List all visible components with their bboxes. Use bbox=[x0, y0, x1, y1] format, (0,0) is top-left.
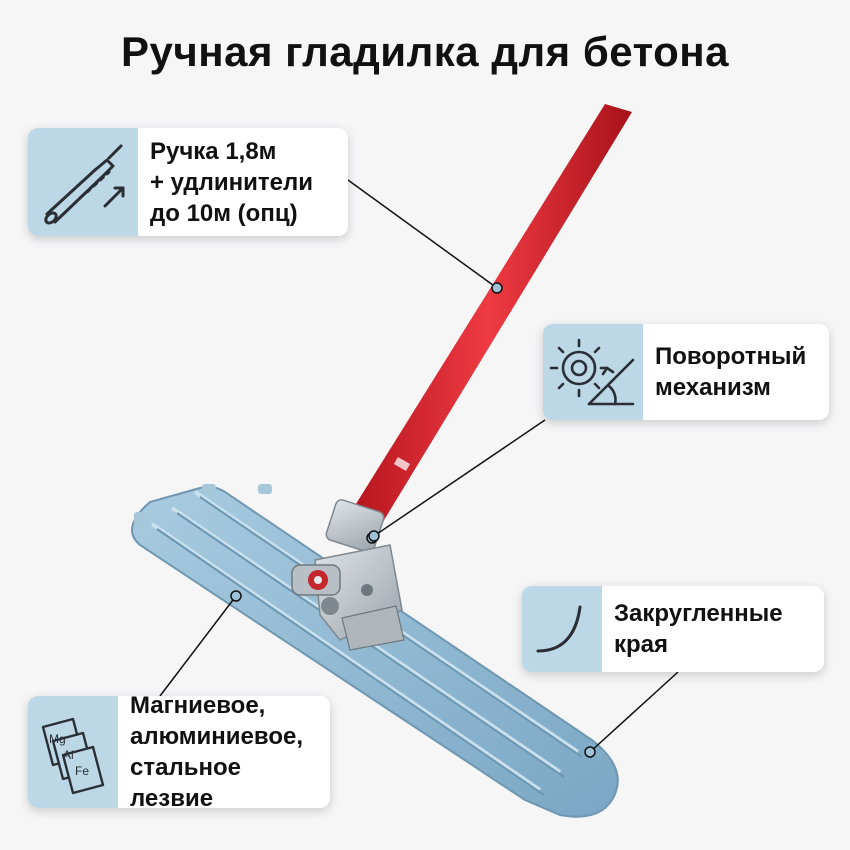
leader-dot-edges bbox=[584, 746, 596, 758]
callout-rotation: Поворотный механизм bbox=[543, 324, 829, 420]
al-label: Al bbox=[63, 748, 74, 762]
callout-blade: Mg Al Fe Магниевое, алюминиевое, стально… bbox=[28, 696, 330, 808]
metal-sheets-icon: Mg Al Fe bbox=[28, 696, 118, 808]
callout-handle-text: Ручка 1,8м + удлинители до 10м (опц) bbox=[150, 137, 314, 227]
mg-label: Mg bbox=[49, 732, 66, 746]
callout-edges-text: Закругленные края bbox=[614, 600, 783, 658]
rotation-gear-icon bbox=[543, 324, 643, 420]
fe-label: Fe bbox=[75, 764, 89, 778]
page-title: Ручная гладилка для бетона bbox=[120, 28, 729, 75]
extension-pole-icon bbox=[28, 128, 138, 236]
leader-dot-handle bbox=[491, 282, 503, 294]
callout-edges: Закругленные края bbox=[522, 586, 824, 672]
callout-handle: Ручка 1,8м + удлинители до 10м (опц) bbox=[28, 128, 348, 236]
leader-dot-blade bbox=[230, 590, 242, 602]
leader-lines bbox=[159, 179, 679, 753]
handle-pole bbox=[346, 104, 632, 530]
swivel-mechanism bbox=[291, 499, 405, 651]
rounded-edge-icon bbox=[522, 586, 602, 672]
callout-blade-text: Магниевое, алюминиевое, стальное лезвие bbox=[130, 696, 303, 808]
leader-dot-rotation bbox=[368, 530, 380, 542]
callout-rotation-text: Поворотный механизм bbox=[655, 343, 807, 401]
